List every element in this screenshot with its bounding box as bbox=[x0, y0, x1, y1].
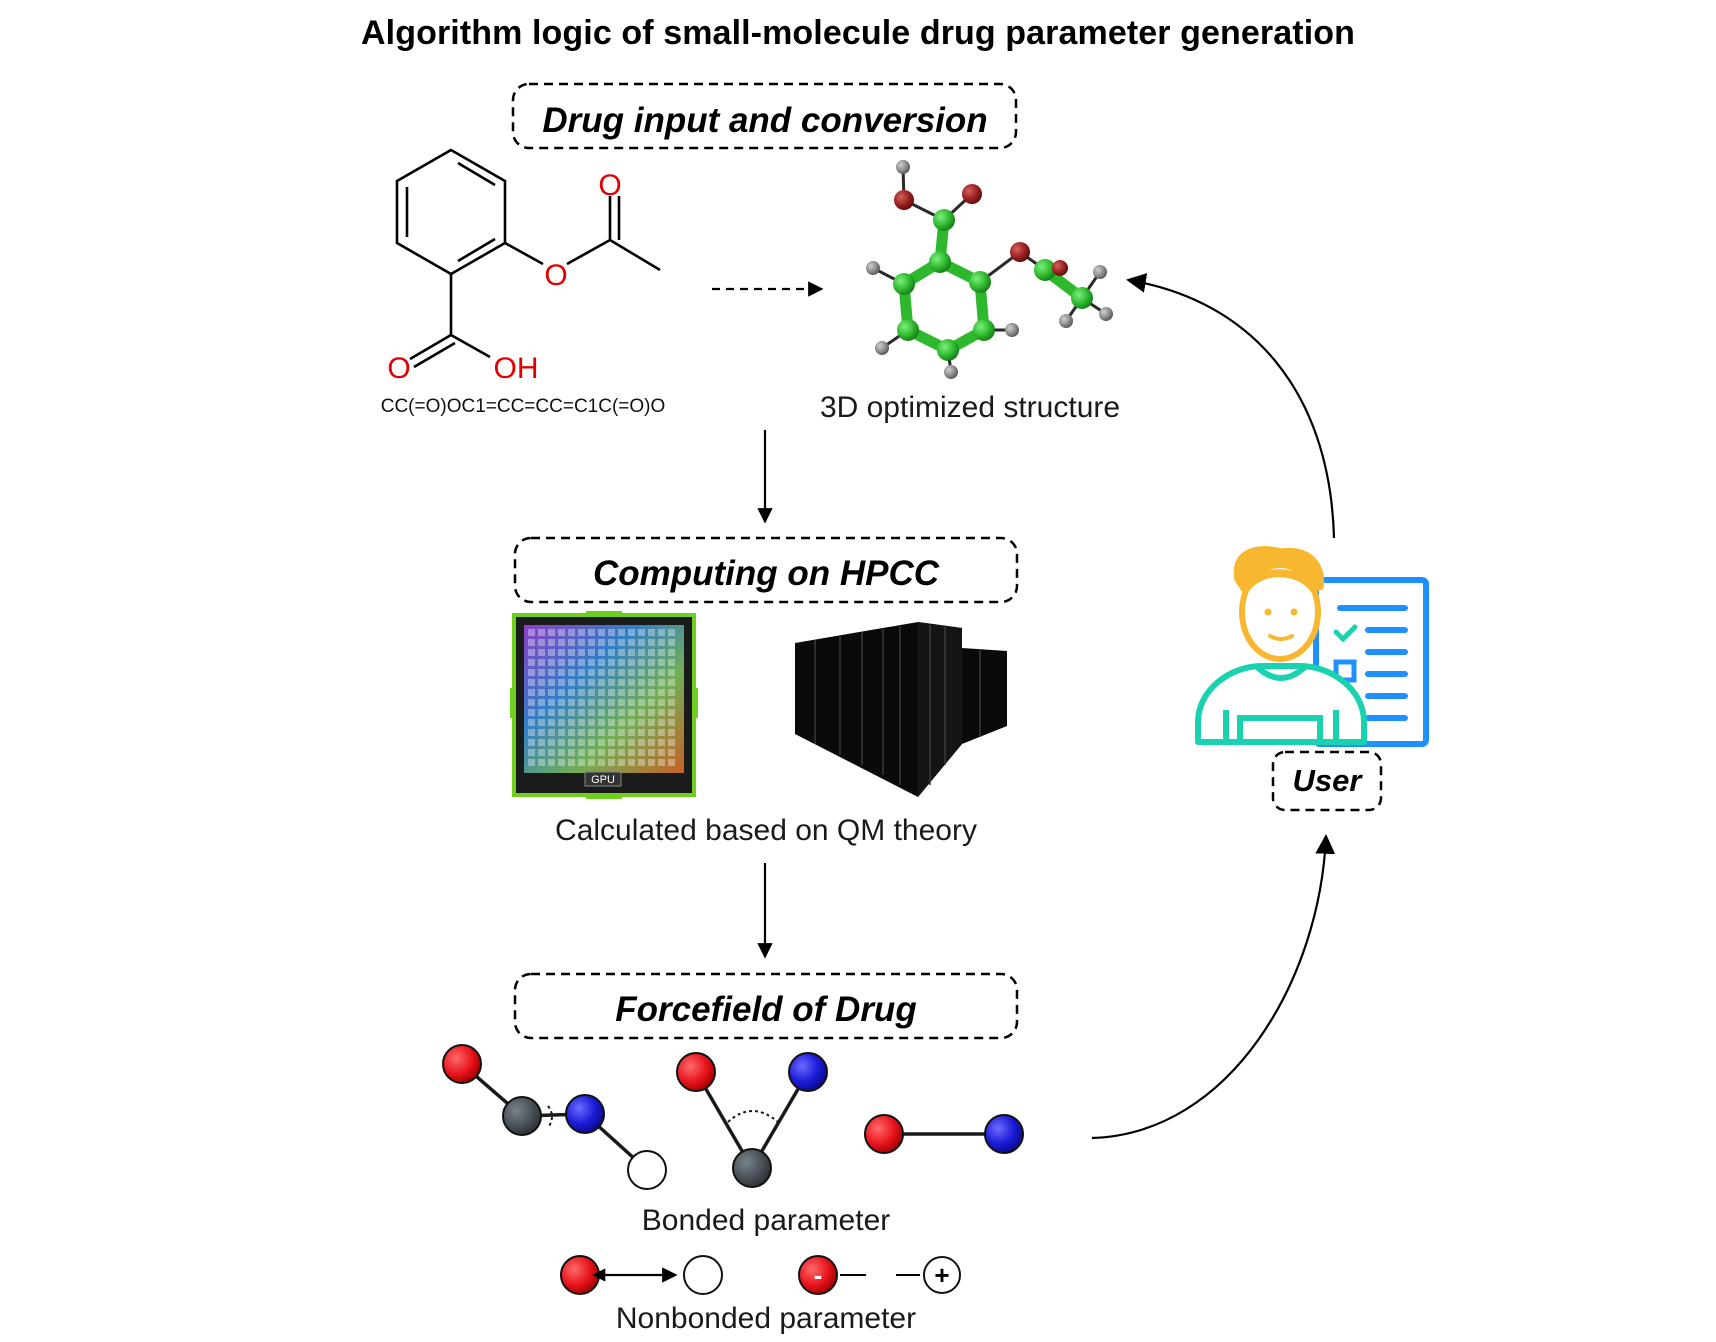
section-forcefield: Forcefield of Drug bbox=[513, 972, 1019, 1040]
aspirin-2d-structure-icon bbox=[395, 148, 661, 369]
user-label-box: User bbox=[1271, 750, 1383, 812]
atom-label-ester-o: O bbox=[544, 259, 567, 292]
user-with-document-icon bbox=[1195, 546, 1429, 747]
section-input-title: Drug input and conversion bbox=[542, 101, 987, 140]
section-input-frame bbox=[511, 82, 1018, 150]
atom-label-oh: OH bbox=[494, 352, 539, 385]
molecule-3d-icon bbox=[866, 160, 1113, 379]
section-forcefield-frame bbox=[513, 972, 1019, 1040]
user-label-frame bbox=[1271, 750, 1383, 812]
server-rack-icon bbox=[795, 622, 1007, 797]
section-compute: Computing on HPCC bbox=[513, 536, 1019, 604]
bonded-caption: Bonded parameter bbox=[642, 1204, 891, 1237]
section-forcefield-title: Forcefield of Drug bbox=[615, 990, 916, 1029]
section-compute-frame bbox=[513, 536, 1019, 604]
atom-label-acid-o: O bbox=[387, 352, 410, 385]
nonbonded-caption: Nonbonded parameter bbox=[616, 1302, 916, 1335]
dihedral-term-icon bbox=[442, 1044, 667, 1190]
angle-term-icon bbox=[676, 1052, 828, 1188]
arrow-forcefield-to-user bbox=[1091, 834, 1336, 1140]
compute-caption: Calculated based on QM theory bbox=[555, 814, 977, 847]
diagram-title: Algorithm logic of small-molecule drug p… bbox=[361, 14, 1355, 52]
electrostatic-term-icon: - + bbox=[798, 1255, 961, 1295]
structure-caption: 3D optimized structure bbox=[820, 391, 1120, 424]
user-label: User bbox=[1293, 763, 1364, 798]
negative-charge-sign: - bbox=[814, 1260, 823, 1290]
arrow-user-to-structure bbox=[1126, 273, 1336, 539]
atom-label-carbonyl-o: O bbox=[598, 169, 621, 202]
section-compute-title: Computing on HPCC bbox=[593, 554, 940, 593]
bond-term-icon bbox=[864, 1114, 1024, 1154]
vdw-term-icon bbox=[560, 1255, 723, 1295]
smiles-string: CC(=O)OC1=CC=CC=C1C(=O)O bbox=[381, 396, 666, 417]
gpu-label: GPU bbox=[591, 774, 615, 786]
gpu-chip-icon: GPU bbox=[510, 611, 698, 799]
gpu-core-grid bbox=[528, 629, 675, 766]
section-input: Drug input and conversion bbox=[511, 82, 1018, 150]
positive-charge-sign: + bbox=[934, 1260, 949, 1290]
